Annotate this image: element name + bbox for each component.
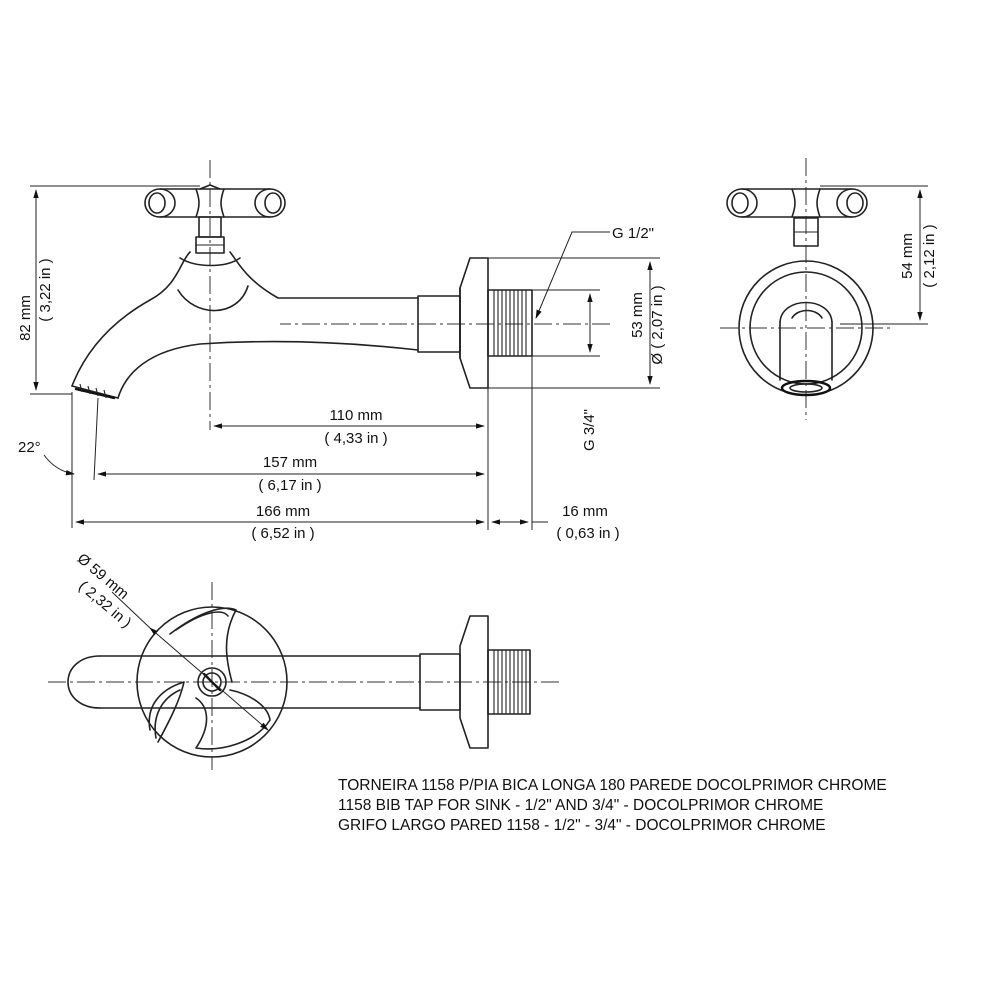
caption-line-en: 1158 BIB TAP FOR SINK - 1/2" AND 3/4" - … — [338, 797, 824, 814]
reach-157-mm-label: 157 mm — [263, 454, 317, 471]
flange-in-label: Ø ( 2,07 in ) — [649, 285, 666, 364]
height-mm-label: 82 mm — [17, 295, 34, 341]
front-view — [43, 160, 610, 481]
total-166-in-label: ( 6,52 in ) — [251, 525, 314, 542]
side-view — [720, 158, 890, 420]
dim-53mm — [488, 257, 660, 389]
thread-16-mm-label: 16 mm — [562, 503, 608, 520]
reach-110-mm-label: 110 mm — [329, 407, 382, 424]
thread-16-in-label: ( 0,63 in ) — [556, 525, 619, 542]
reach-157-in-label: ( 6,17 in ) — [258, 477, 321, 494]
dim-166mm — [71, 476, 485, 528]
dim-54mm — [820, 185, 928, 325]
dim-82mm — [30, 185, 200, 395]
product-caption: TORNEIRA 1158 P/PIA BICA LONGA 180 PARED… — [338, 776, 988, 836]
top-thread-hatch — [493, 650, 527, 714]
height-in-label: ( 3,22 in ) — [37, 258, 54, 321]
dim-g34 — [531, 289, 600, 530]
caption-line-es: GRIFO LARGO PARED 1158 - 1/2" - 3/4" - D… — [338, 817, 826, 834]
side-height-in-label: ( 2,12 in ) — [921, 224, 938, 287]
angle-label: 22° — [18, 439, 41, 456]
reach-110-in-label: ( 4,33 in ) — [324, 430, 387, 447]
total-166-mm-label: 166 mm — [256, 503, 310, 520]
dim-59mm — [111, 591, 269, 731]
thread-label-g34: G 3/4" — [581, 409, 598, 451]
thread-label-g12: G 1/2" — [612, 225, 654, 242]
flange-mm-label: 53 mm — [629, 292, 646, 338]
leader-g12 — [535, 231, 610, 319]
caption-line-pt: TORNEIRA 1158 P/PIA BICA LONGA 180 PARED… — [338, 777, 887, 794]
side-height-mm-label: 54 mm — [899, 233, 916, 279]
dim-110mm — [213, 388, 489, 530]
thread-hatch — [493, 290, 527, 356]
